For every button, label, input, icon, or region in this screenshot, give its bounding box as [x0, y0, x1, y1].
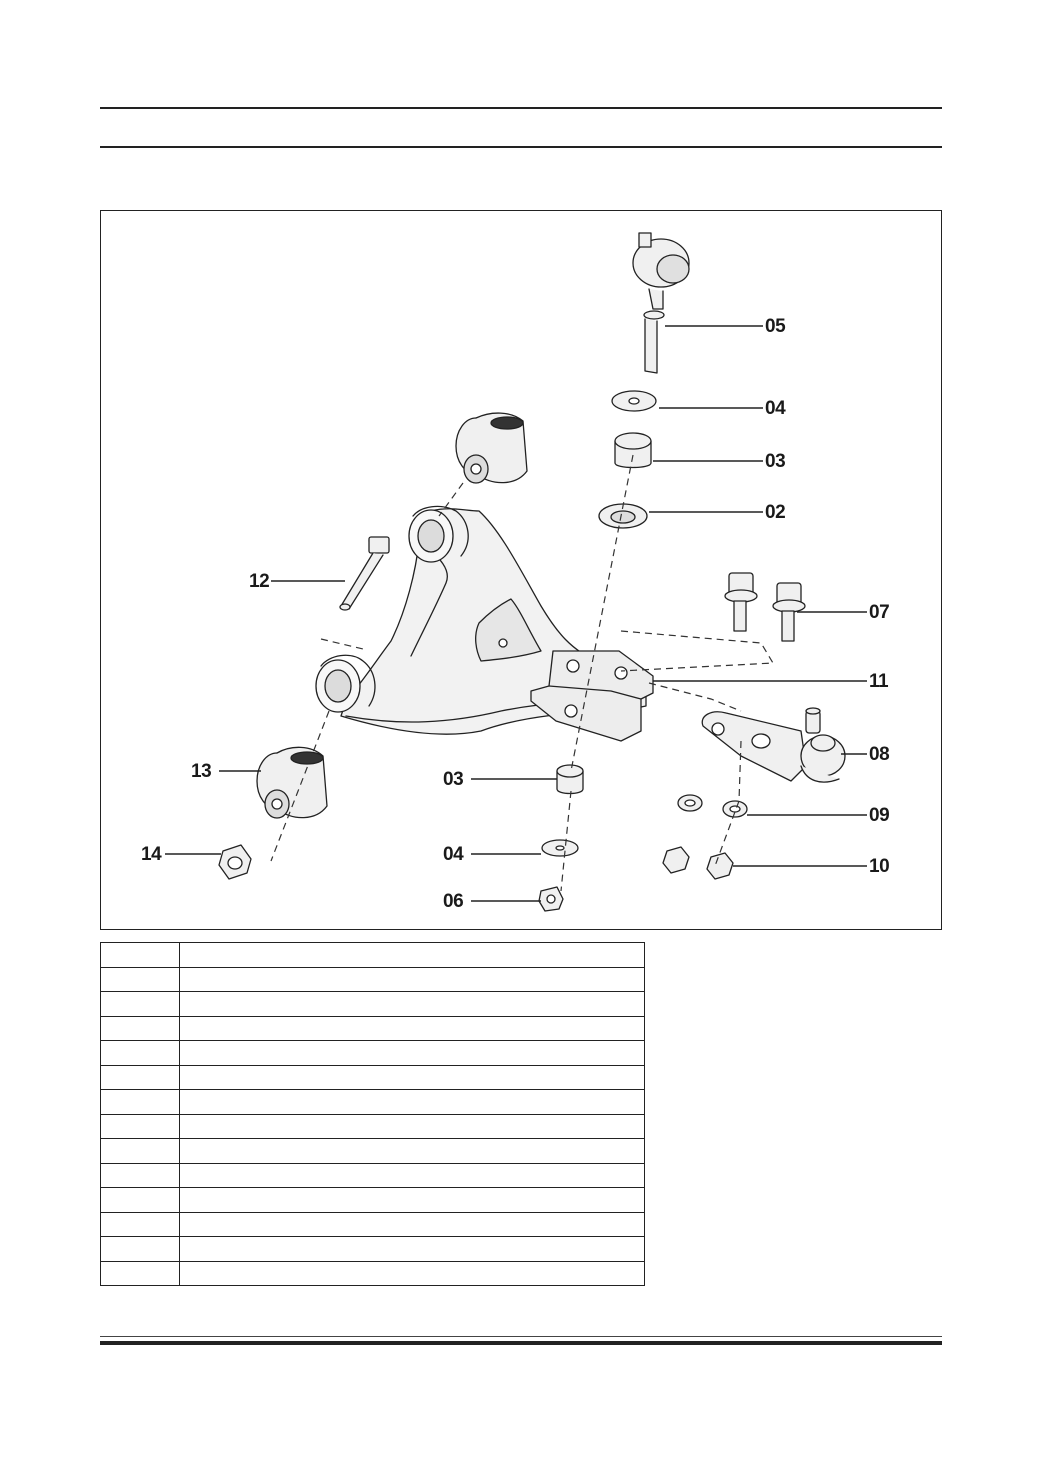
table-cell-description: [179, 1236, 645, 1262]
table-row: [100, 966, 645, 992]
table-row: [100, 1089, 645, 1115]
table-cell-item: [100, 966, 180, 992]
table-cell-description: [179, 1015, 645, 1041]
table-cell-description: [179, 991, 645, 1017]
callout-10: 10: [869, 856, 890, 877]
table-row: [100, 991, 645, 1017]
footer-rule-thick: [100, 1341, 942, 1345]
table-cell-item: [100, 1211, 180, 1237]
callout-06: 06: [443, 891, 464, 912]
arm-front-eye: [408, 505, 469, 563]
ball-joint: [701, 707, 846, 783]
suspension-exploded-diagram: [165, 232, 867, 912]
callout-12: 12: [249, 571, 270, 592]
bushing-upper-large: [455, 412, 528, 484]
table-row: [100, 1162, 645, 1188]
table-row: [100, 1040, 645, 1066]
table-cell-description: [179, 966, 645, 992]
nut-06: [538, 886, 564, 912]
table-row: [100, 1187, 645, 1213]
exploded-view-figure: 05 04 03 02 12 07 11 08 13 03 09 14 04 1…: [100, 210, 942, 930]
callout-02: 02: [765, 502, 786, 523]
callout-14: 14: [141, 844, 162, 865]
table-cell-item: [100, 1138, 180, 1164]
table-cell-item: [100, 1260, 180, 1286]
parts-list-table: [100, 942, 645, 1286]
table-cell-description: [179, 1113, 645, 1139]
table-cell-item: [100, 942, 180, 968]
bolt-long: [339, 536, 390, 611]
bushing-bottom: [556, 764, 584, 795]
callout-03-bottom: 03: [443, 769, 464, 790]
table-cell-item: [100, 1162, 180, 1188]
callout-03-top: 03: [765, 451, 786, 472]
table-cell-item: [100, 1089, 180, 1115]
table-cell-item: [100, 1236, 180, 1262]
cup-washer: [598, 503, 648, 529]
table-cell-description: [179, 1260, 645, 1286]
callout-04-bottom: 04: [443, 844, 464, 865]
table-cell-item: [100, 1040, 180, 1066]
nuts-10: [662, 846, 734, 880]
mounting-bracket: [530, 650, 654, 742]
table-cell-item: [100, 1015, 180, 1041]
table-cell-description: [179, 1040, 645, 1066]
callout-08: 08: [869, 744, 890, 765]
table-row: [100, 1113, 645, 1139]
bushing-lower-large: [256, 746, 328, 819]
footer-rule-thin: [100, 1336, 942, 1337]
washer-top: [611, 390, 657, 412]
callout-07: 07: [869, 602, 890, 623]
table-cell-description: [179, 1138, 645, 1164]
callout-13: 13: [191, 761, 212, 782]
table-cell-item: [100, 1187, 180, 1213]
arm-rear-eye: [315, 654, 376, 713]
callout-09: 09: [869, 805, 890, 826]
stabilizer-link: [632, 232, 690, 374]
callout-04-top: 04: [765, 398, 786, 419]
table-cell-item: [100, 1064, 180, 1090]
table-cell-description: [179, 1064, 645, 1090]
header-rule-top: [100, 107, 942, 109]
table-row: [100, 1138, 645, 1164]
table-cell-item: [100, 1113, 180, 1139]
table-cell-description: [179, 1211, 645, 1237]
table-row: [100, 1211, 645, 1237]
bolt-pair: [724, 572, 806, 642]
table-row: [100, 1260, 645, 1286]
washers-09: [677, 794, 748, 818]
table-row: [100, 1015, 645, 1041]
table-row: [100, 942, 645, 968]
callout-05: 05: [765, 316, 786, 337]
table-cell-description: [179, 1089, 645, 1115]
table-row: [100, 1064, 645, 1090]
table-row: [100, 1236, 645, 1262]
callout-11: 11: [869, 671, 889, 692]
table-cell-description: [179, 1187, 645, 1213]
table-cell-description: [179, 1162, 645, 1188]
nut-14: [218, 844, 252, 880]
bushing-top: [614, 432, 652, 469]
washer-bottom: [541, 839, 579, 857]
table-cell-description: [179, 942, 645, 968]
table-cell-item: [100, 991, 180, 1017]
header-rule-bottom: [100, 146, 942, 148]
